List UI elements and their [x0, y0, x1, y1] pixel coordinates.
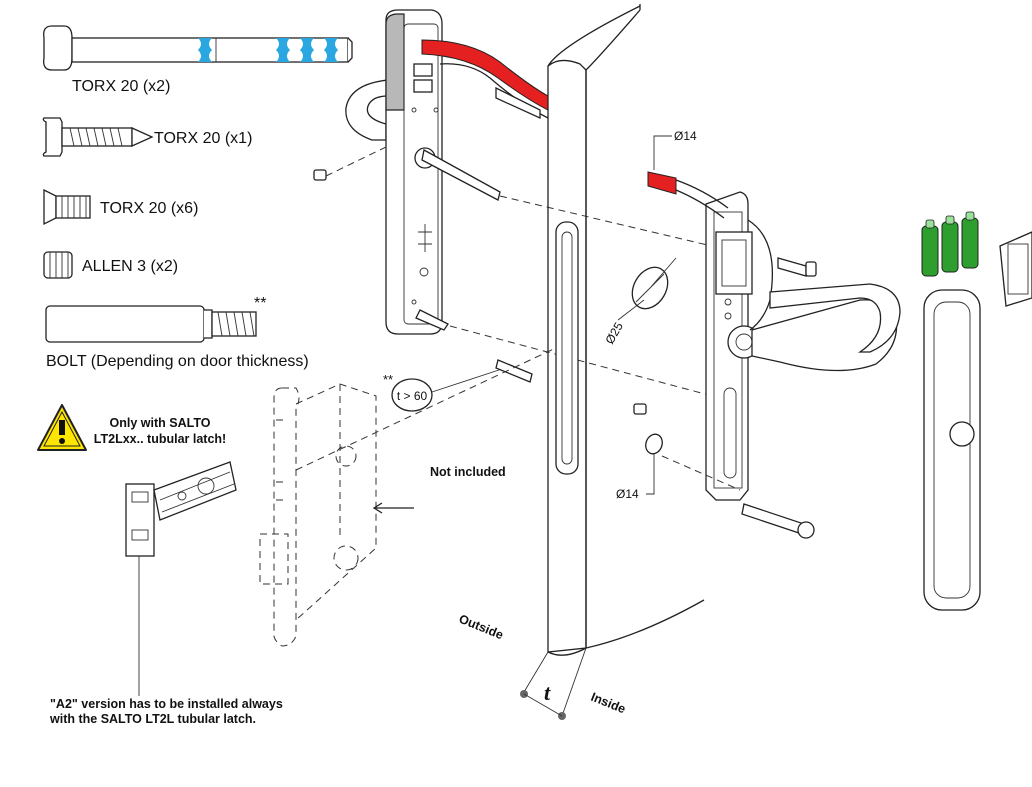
- through-bolt: [495, 359, 533, 383]
- inside-screw-upper: [777, 257, 817, 277]
- warning-line1: Only with SALTO: [110, 416, 211, 430]
- door-panel: [547, 4, 705, 653]
- torx-countersunk-screw-icon: [43, 188, 91, 226]
- inside-escutcheon: [705, 191, 761, 501]
- torx-self-tap-label: TORX 20 (x1): [154, 130, 252, 147]
- battery-cover-icon: [999, 231, 1032, 307]
- outside-handle-lever: [345, 79, 389, 141]
- bolt-icon: [45, 305, 257, 343]
- outside-escutcheon: [385, 9, 443, 335]
- torx-self-tap-screw-icon: [42, 117, 154, 157]
- d25-label: Ø25: [602, 320, 626, 347]
- torx-long-label: TORX 20 (x2): [72, 78, 170, 95]
- door-edge-outline: [547, 70, 587, 656]
- thickness-callout: [391, 378, 433, 412]
- door-thickness-t: t: [544, 680, 551, 705]
- not-included-arrow: [372, 502, 414, 514]
- door-thickness-dimension: [520, 647, 587, 720]
- thickness-label: t > 60: [397, 389, 428, 403]
- inside-small-grub: [633, 403, 647, 415]
- allen-label: ALLEN 3 (x2): [82, 258, 178, 275]
- warning-icon: [37, 404, 87, 451]
- not-included-label: Not included: [430, 465, 506, 479]
- d14-bottom-hole: [645, 433, 663, 455]
- small-screw-left: [313, 169, 327, 181]
- d14-top-label: Ø14: [674, 129, 697, 143]
- inside-label: Inside: [589, 690, 628, 717]
- door-latch-slot: [555, 221, 579, 475]
- warning-line2: LT2Lxx.. tubular latch!: [94, 432, 226, 446]
- d14-bottom-leader: [646, 454, 655, 495]
- a2-note-line2: with the SALTO LT2L tubular latch.: [49, 712, 256, 726]
- outside-label: Outside: [457, 612, 505, 642]
- bolt-mark: **: [254, 295, 266, 312]
- allen-grub-screw-icon: [43, 251, 73, 279]
- d14-bottom-label: Ø14: [616, 487, 639, 501]
- torx-long-screw-icon: [43, 25, 353, 71]
- inside-cover-plate: [923, 289, 981, 611]
- blue-band: [198, 38, 212, 62]
- spindle: [421, 149, 501, 201]
- tubular-latch-drawing: [125, 461, 237, 557]
- bolt-post-lower: [415, 309, 449, 331]
- red-cable-inside: [647, 171, 677, 195]
- a2-note-line1: "A2" version has to be installed always: [50, 697, 283, 711]
- bolt-label: BOLT (Depending on door thickness): [46, 353, 309, 370]
- d14-top-leader: [653, 135, 672, 170]
- torx-countersunk-label: TORX 20 (x6): [100, 200, 198, 217]
- inside-handle-lever: [751, 283, 901, 372]
- batteries-icon: [921, 211, 979, 277]
- bolt-post-upper: [495, 86, 541, 120]
- mortise-lock-not-included: [259, 383, 377, 647]
- inside-screw-lower: [741, 503, 815, 539]
- thickness-mark: **: [383, 372, 393, 387]
